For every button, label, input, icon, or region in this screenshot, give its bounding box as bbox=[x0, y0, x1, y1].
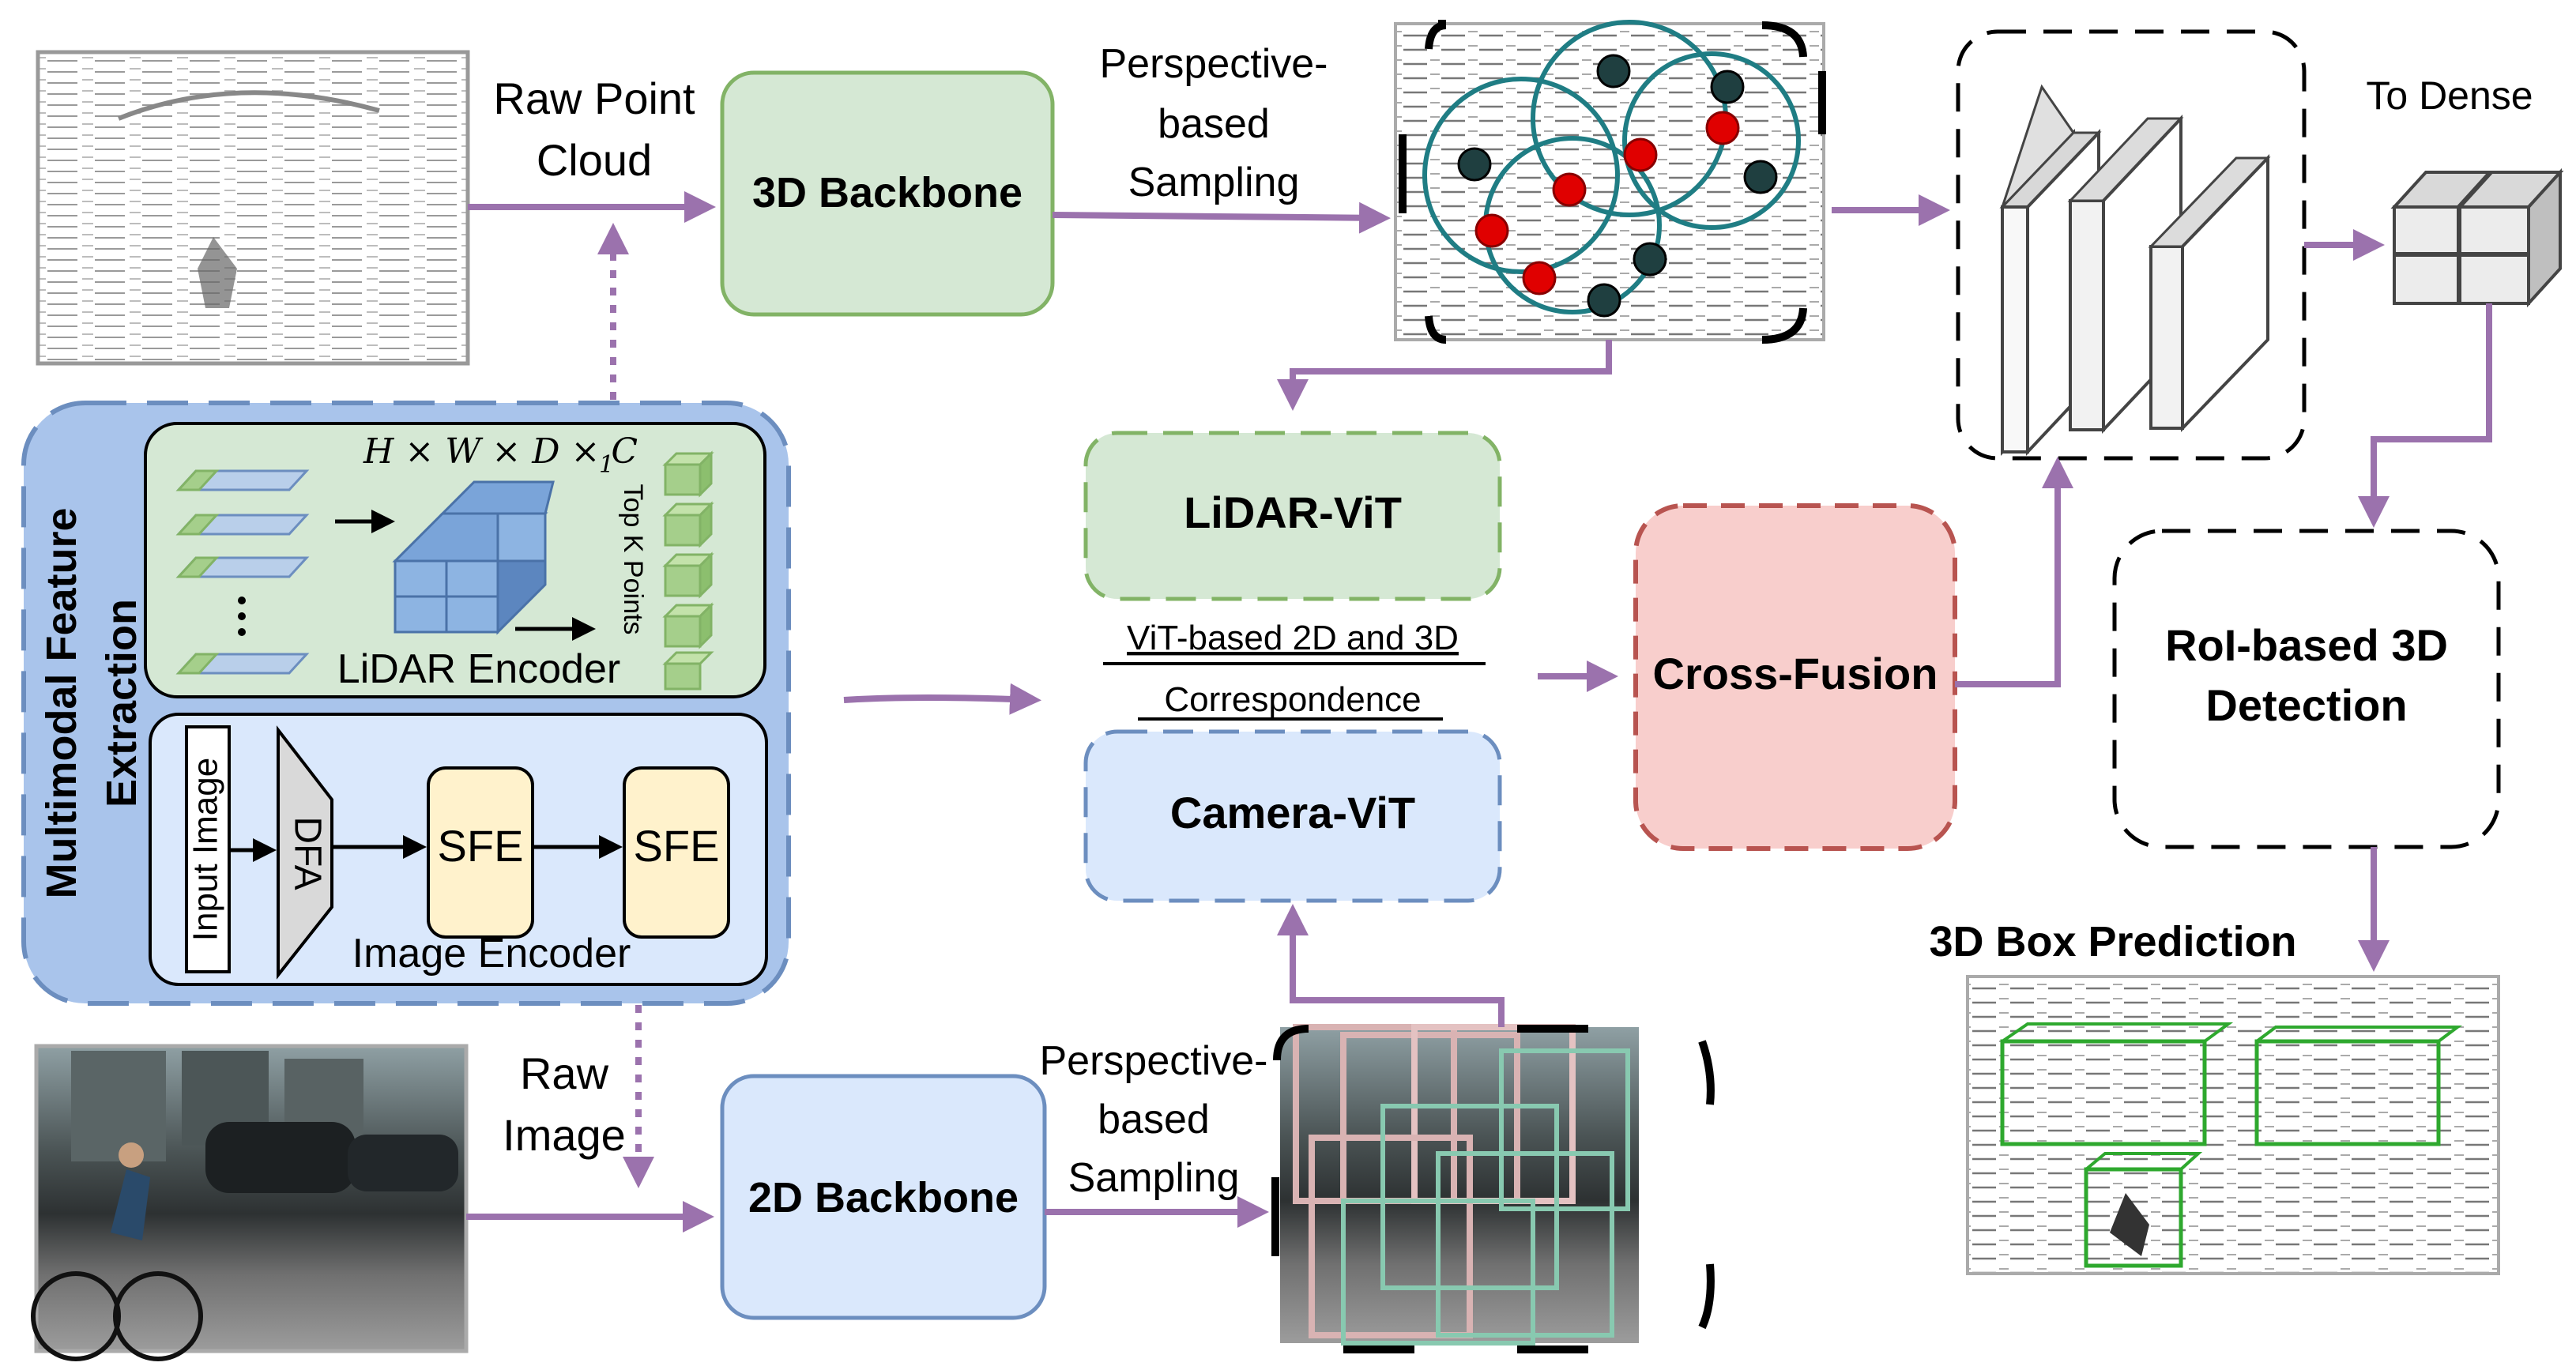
sampled-point-cloud-image bbox=[1394, 20, 1826, 344]
raw-point-label: Raw Point bbox=[493, 73, 695, 123]
mfe-label-line1: Multimodal Feature bbox=[38, 507, 85, 898]
dims-subscript: 1 bbox=[599, 451, 614, 479]
arrow-patches-to-camera-vit bbox=[1277, 904, 1505, 1027]
sfe-block-1 bbox=[427, 766, 534, 939]
image-encoder-panel: Input Image DFA SFE SFE Image Encoder bbox=[149, 713, 768, 986]
raw-image-line1: Raw bbox=[520, 1048, 609, 1098]
image-encoder-label: Image Encoder bbox=[352, 931, 631, 977]
sampled-image-patches bbox=[1271, 1024, 1715, 1353]
feature-slab-3 bbox=[2148, 154, 2271, 432]
roi-detection-box[interactable]: RoI-based 3D Detection bbox=[2112, 529, 2501, 849]
raw-camera-image bbox=[31, 1044, 469, 1361]
sfe-label-1: SFE bbox=[438, 821, 524, 871]
to-dense-label: To Dense bbox=[2366, 73, 2533, 118]
roi-label-line1: RoI-based 3D bbox=[2165, 620, 2448, 670]
lidar-encoder-panel: H × W × D × C 1 Top K Points LiDAR Encod… bbox=[144, 422, 766, 698]
raw-point-cloud-image bbox=[36, 50, 470, 366]
voxel-planes bbox=[175, 469, 310, 675]
backbone-2d-box[interactable]: 2D Backbone bbox=[720, 1074, 1047, 1320]
cloud-label: Cloud bbox=[537, 135, 652, 185]
backbone-3d-box[interactable]: 3D Backbone bbox=[720, 70, 1055, 317]
persp-top-line1: Perspective- bbox=[1100, 41, 1328, 87]
dfa-block bbox=[277, 725, 333, 980]
cross-fusion-box[interactable]: Cross-Fusion bbox=[1633, 503, 1957, 851]
backbone-3d-label: 3D Backbone bbox=[752, 169, 1022, 216]
camera-vit-label: Camera-ViT bbox=[1170, 788, 1415, 837]
box-prediction-label: 3D Box Prediction bbox=[1929, 918, 2296, 965]
cross-fusion-label: Cross-Fusion bbox=[1653, 649, 1938, 698]
persp-bottom-line3: Sampling bbox=[1068, 1155, 1240, 1201]
lidar-encoder-label: LiDAR Encoder bbox=[337, 646, 620, 692]
persp-bottom-line1: Perspective- bbox=[1040, 1038, 1268, 1084]
persp-top-line3: Sampling bbox=[1128, 160, 1300, 205]
dfa-label: DFA bbox=[286, 816, 328, 890]
voxel-cube-grid bbox=[392, 480, 555, 635]
dense-cube bbox=[2390, 167, 2564, 308]
correspondence-line2: Correspondence bbox=[1164, 680, 1421, 719]
dims-label: H × W × D × C bbox=[363, 431, 638, 472]
box-prediction-image bbox=[1966, 975, 2500, 1275]
arrow-mfe-to-vit bbox=[843, 683, 1041, 715]
arrow-cross-fusion-to-stack bbox=[1955, 457, 2073, 687]
sfe-block-2 bbox=[623, 766, 730, 939]
sfe-label-2: SFE bbox=[634, 821, 720, 871]
top-k-cubes bbox=[662, 450, 714, 691]
input-image-label: Input Image bbox=[186, 758, 225, 941]
roi-label-line2: Detection bbox=[2205, 680, 2407, 730]
mfe-label-line2: Extraction bbox=[98, 599, 145, 807]
feature-stack-group bbox=[1956, 29, 2307, 461]
top-k-points-label: Top K Points bbox=[618, 484, 648, 635]
persp-bottom-line2: based bbox=[1098, 1097, 1210, 1142]
raw-image-line2: Image bbox=[503, 1110, 626, 1160]
backbone-2d-label: 2D Backbone bbox=[748, 1174, 1019, 1221]
camera-vit-box[interactable]: Camera-ViT bbox=[1083, 729, 1502, 903]
arrow-3d-backbone-to-sampling bbox=[1052, 201, 1391, 234]
arrow-dense-to-roi bbox=[2358, 303, 2492, 528]
lidar-vit-label: LiDAR-ViT bbox=[1184, 487, 1402, 537]
persp-top-line2: based bbox=[1158, 101, 1270, 147]
lidar-vit-box[interactable]: LiDAR-ViT bbox=[1083, 431, 1502, 601]
correspondence-line1: ViT-based 2D and 3D bbox=[1127, 619, 1459, 657]
arrow-sampling-to-lidar-vit bbox=[1277, 340, 1612, 411]
